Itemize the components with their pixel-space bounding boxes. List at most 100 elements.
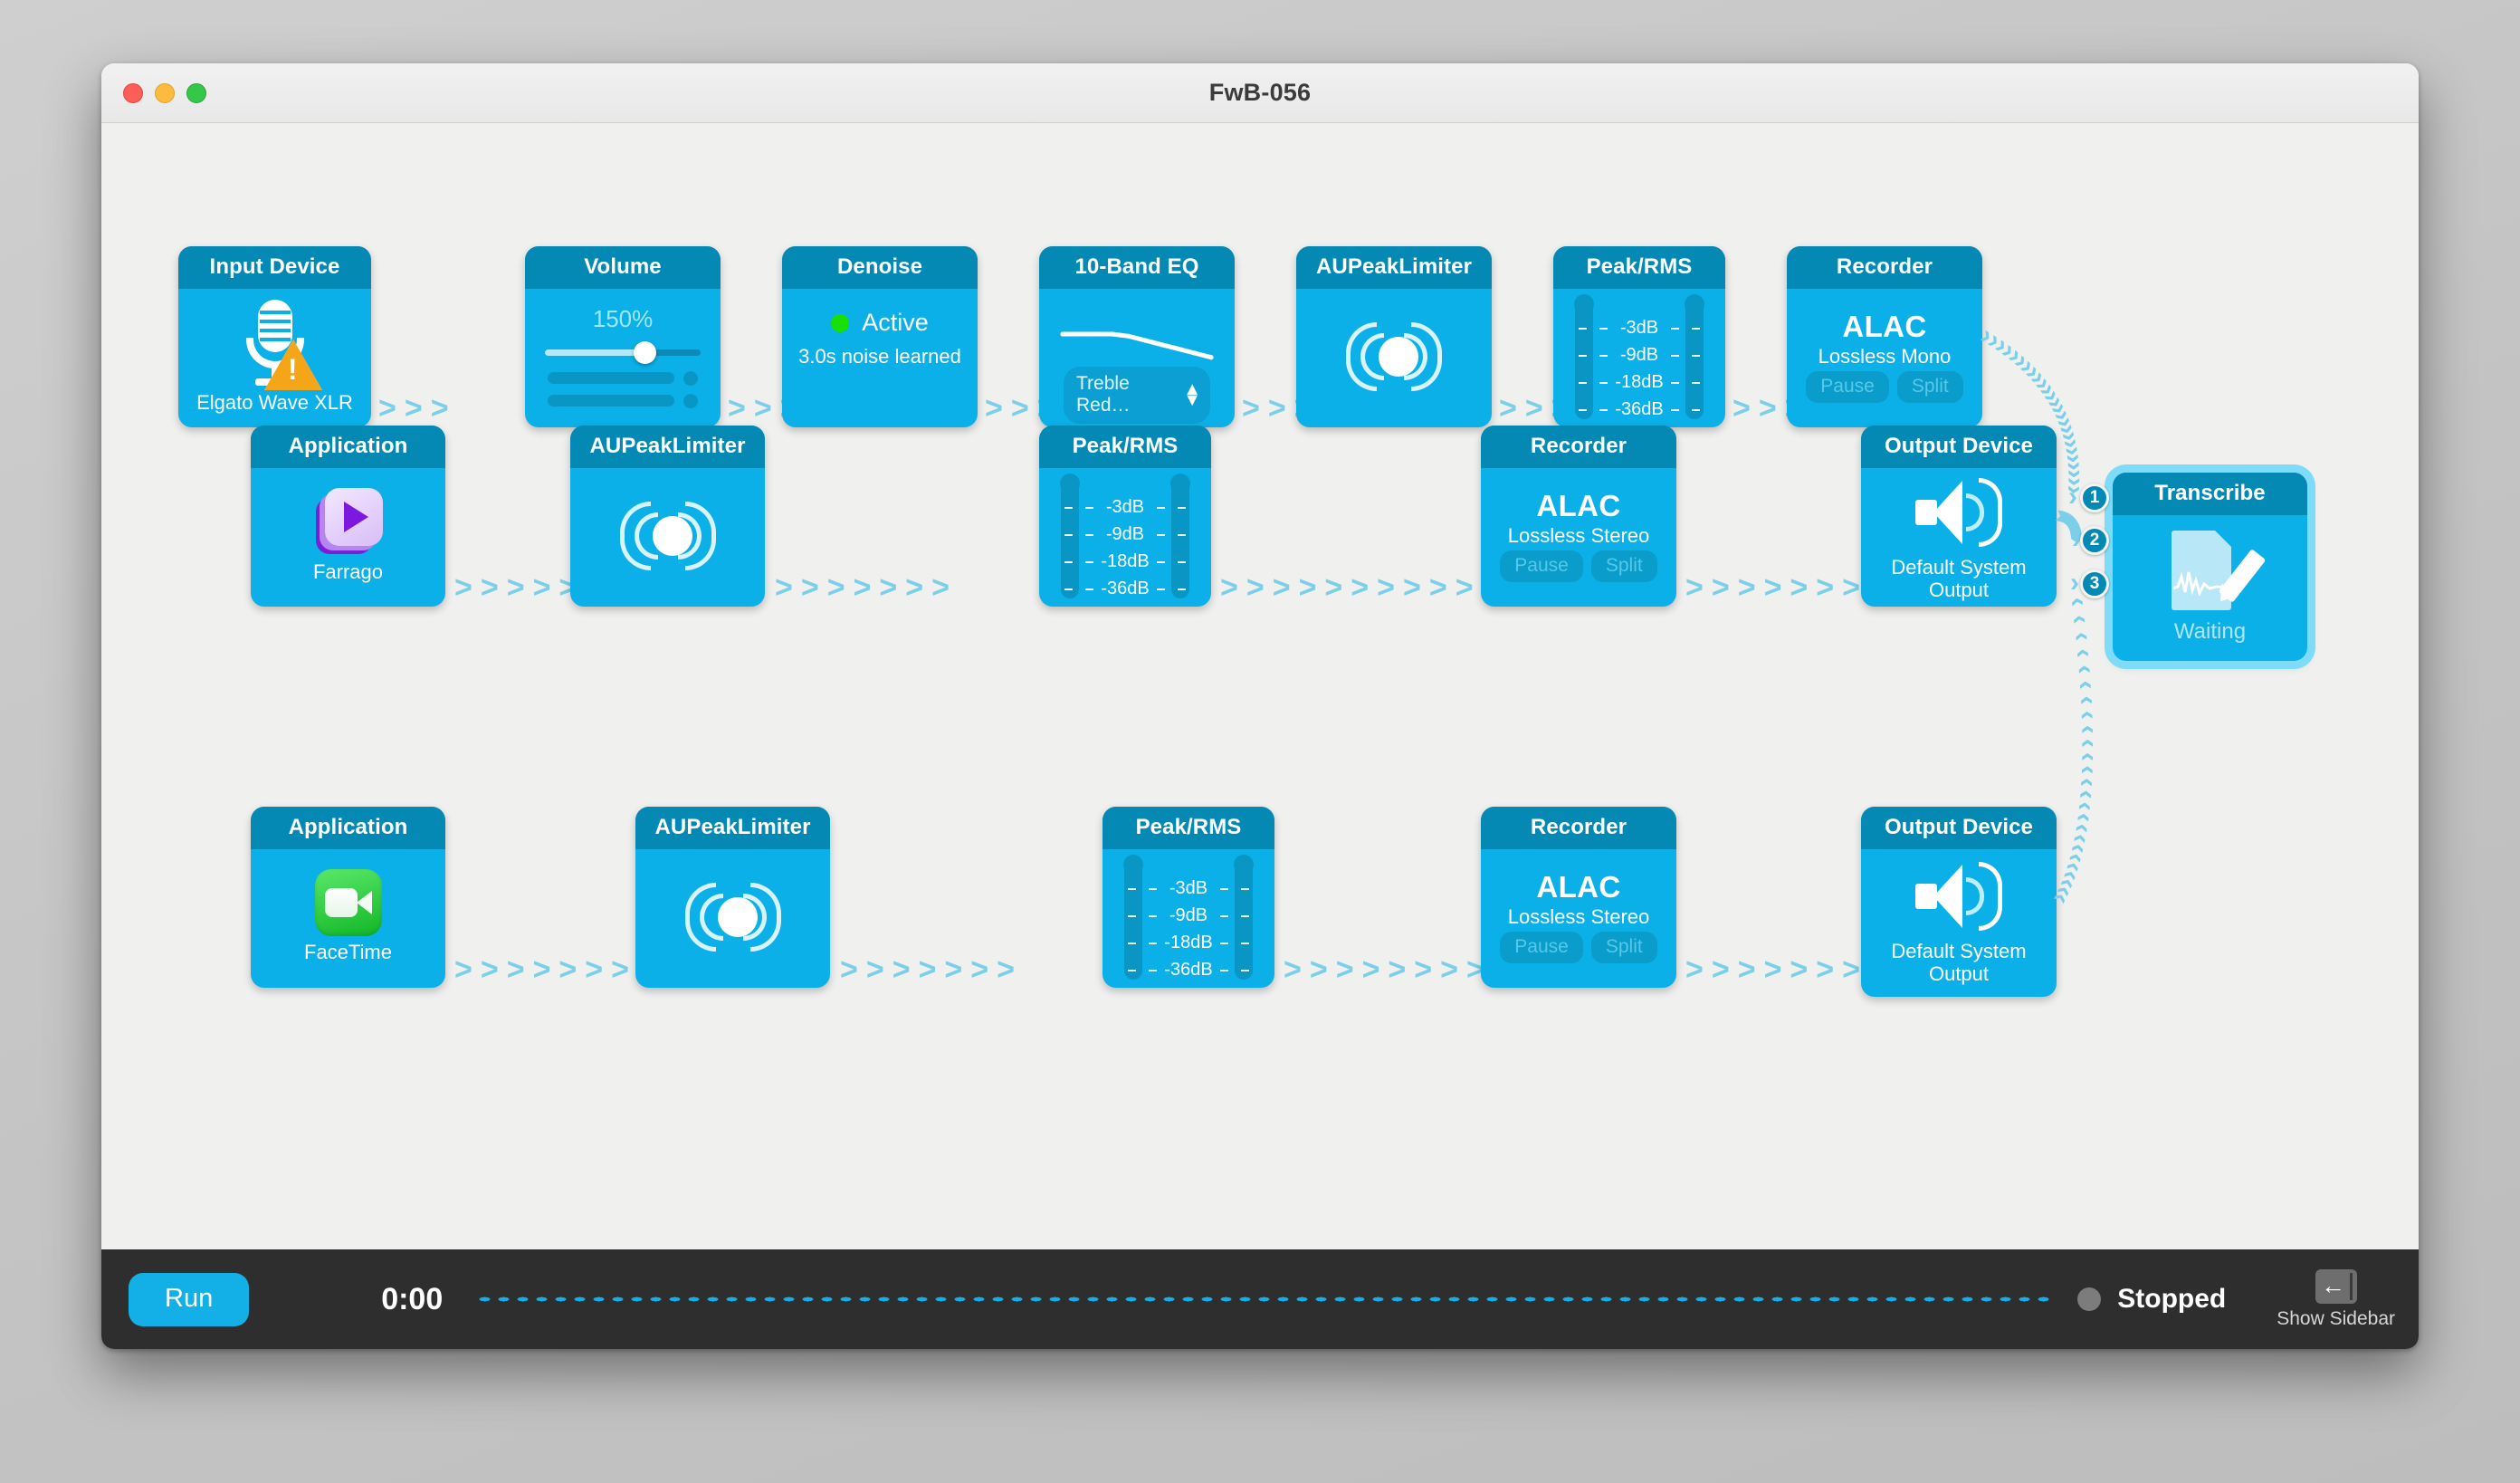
node-output-device[interactable]: Output Device Default System Output	[1861, 807, 2057, 997]
run-button[interactable]: Run	[129, 1272, 250, 1326]
svg-text:›: ›	[2057, 504, 2083, 533]
node-application-farrago[interactable]: Application Farrago	[251, 426, 445, 607]
svg-text:›: ›	[2068, 800, 2099, 812]
node-limiter[interactable]: AUPeakLimiter	[635, 807, 830, 988]
active-led-icon	[831, 313, 850, 332]
transcribe-input-badge-2[interactable]: 2	[2080, 526, 2109, 555]
node-header: Input Device	[178, 246, 371, 289]
node-application-facetime[interactable]: Application FaceTime	[251, 807, 445, 988]
transcribe-input-badge-1[interactable]: 1	[2080, 483, 2109, 512]
node-volume[interactable]: Volume 150%	[525, 246, 721, 427]
node-header: Output Device	[1861, 807, 2057, 849]
denoise-detail: 3.0s noise learned	[798, 345, 961, 368]
svg-text:›: ›	[2068, 482, 2077, 512]
traffic-light-buttons	[123, 82, 206, 103]
recorder-pause-button[interactable]: Pause	[1500, 932, 1583, 964]
facetime-app-icon	[314, 869, 382, 937]
peak-rms-meters: -3dB -9dB -18dB -36dB	[1563, 293, 1715, 423]
node-denoise[interactable]: Denoise Active 3.0s noise learned	[782, 246, 978, 427]
svg-text:›: ›	[2054, 500, 2072, 531]
node-header: Recorder	[1787, 246, 1982, 289]
node-meter[interactable]: Peak/RMS -3dB -9dB	[1102, 807, 1274, 988]
show-sidebar-icon: ←	[2315, 1268, 2357, 1304]
connector-chevrons: >>>>>>>	[1685, 570, 1868, 605]
zoom-button[interactable]	[186, 82, 206, 103]
app-window: FwB-056 Input Device	[101, 63, 2419, 1349]
svg-text:›: ›	[2070, 777, 2100, 788]
svg-text:›: ›	[2052, 420, 2083, 437]
node-header: Output Device	[1861, 426, 2057, 468]
node-subtitle: Default System Output	[1891, 939, 2027, 985]
eq-curve-icon	[1060, 331, 1214, 360]
node-header: Peak/RMS	[1553, 246, 1725, 289]
minimize-button[interactable]	[155, 82, 175, 103]
node-recorder[interactable]: Recorder ALAC Lossless Mono Pause Split	[1787, 246, 1982, 427]
meter-tick-label: -36dB	[1615, 399, 1664, 419]
svg-text:›: ›	[2038, 384, 2067, 407]
node-header: Peak/RMS	[1039, 426, 1211, 468]
recorder-format: ALAC	[1536, 869, 1621, 904]
svg-text:›: ›	[2065, 821, 2095, 835]
node-limiter[interactable]: AUPeakLimiter	[570, 426, 765, 607]
node-meter[interactable]: Peak/RMS -3dB -9dB	[1553, 246, 1725, 427]
signal-flow-canvas[interactable]: Input Device !	[101, 123, 2419, 1249]
progress-track[interactable]	[475, 1296, 2053, 1303]
node-output-device[interactable]: Output Device Default System Output	[1861, 426, 2057, 607]
recorder-split-button[interactable]: Split	[1896, 371, 1963, 404]
node-meter[interactable]: Peak/RMS -3dB -9dB	[1039, 426, 1211, 607]
svg-text:›: ›	[2057, 445, 2088, 458]
window-titlebar: FwB-056	[101, 63, 2419, 123]
meter-tick-label: -9dB	[1619, 345, 1659, 365]
svg-text:›: ›	[2060, 596, 2091, 608]
node-header: Volume	[525, 246, 721, 289]
svg-text:›: ›	[2058, 849, 2089, 866]
transcribe-status: Waiting	[2173, 618, 2247, 644]
limiter-icon	[683, 877, 783, 957]
svg-text:›: ›	[2061, 840, 2092, 856]
transcribe-input-badge-3[interactable]: 3	[2080, 569, 2109, 598]
svg-text:›: ›	[2053, 866, 2084, 884]
connector-chevrons: >>>>>>>	[454, 952, 637, 987]
recorder-split-button[interactable]: Split	[1590, 550, 1657, 583]
node-transcribe[interactable]: Transcribe Waiting	[2113, 473, 2307, 661]
curved-connectors: ››››››››››››››››››››››››››››››››››››››››…	[1975, 321, 2101, 908]
node-header: Application	[251, 426, 445, 468]
svg-text:›: ›	[2055, 501, 2076, 531]
show-sidebar-button[interactable]: ← Show Sidebar	[2277, 1268, 2395, 1330]
recorder-split-button[interactable]: Split	[1590, 932, 1657, 964]
show-sidebar-label: Show Sidebar	[2277, 1307, 2395, 1329]
svg-text:›: ›	[2057, 507, 2086, 534]
connector-chevrons: >>>>>>>	[1685, 952, 1868, 987]
node-input-device[interactable]: Input Device !	[178, 246, 371, 427]
svg-text:›: ›	[2019, 359, 2048, 386]
limiter-icon	[1344, 317, 1444, 397]
transcribe-document-pencil-icon	[2170, 529, 2266, 616]
node-header: 10-Band EQ	[1039, 246, 1235, 289]
svg-text:›: ›	[2009, 347, 2036, 375]
meter-tick-label: -36dB	[1164, 960, 1213, 980]
status-led-icon	[2077, 1287, 2102, 1311]
recorder-pause-button[interactable]: Pause	[1500, 550, 1583, 583]
eq-preset-dropdown[interactable]: Treble Red… ▲▼	[1064, 367, 1210, 424]
svg-text:›: ›	[2056, 502, 2079, 532]
meter-tick-label: -36dB	[1101, 579, 1150, 598]
close-button[interactable]	[123, 82, 143, 103]
svg-text:›: ›	[1996, 336, 2021, 365]
recorder-quality: Lossless Stereo	[1507, 904, 1650, 928]
volume-slider[interactable]	[545, 340, 701, 364]
svg-text:›: ›	[2060, 461, 2091, 472]
node-limiter[interactable]: AUPeakLimiter	[1296, 246, 1492, 427]
node-eq[interactable]: 10-Band EQ Treble Red… ▲▼	[1039, 246, 1235, 427]
node-recorder[interactable]: Recorder ALAC Lossless Stereo Pause Spli…	[1481, 426, 1676, 607]
speaker-icon	[1910, 474, 2008, 551]
node-recorder[interactable]: Recorder ALAC Lossless Stereo Pause Spli…	[1481, 807, 1676, 988]
recorder-pause-button[interactable]: Pause	[1806, 371, 1889, 404]
svg-text:›: ›	[2050, 413, 2081, 432]
svg-text:›: ›	[1982, 325, 2006, 355]
connector-chevrons: >>>>>>>>>	[1284, 952, 1519, 987]
node-subtitle: Elgato Wave XLR	[196, 391, 353, 415]
peak-rms-meters: -3dB -9dB -18dB -36dB	[1112, 854, 1265, 983]
node-header: Recorder	[1481, 426, 1676, 468]
chevron-up-down-icon: ▲▼	[1183, 378, 1201, 410]
svg-text:›: ›	[2066, 647, 2096, 659]
